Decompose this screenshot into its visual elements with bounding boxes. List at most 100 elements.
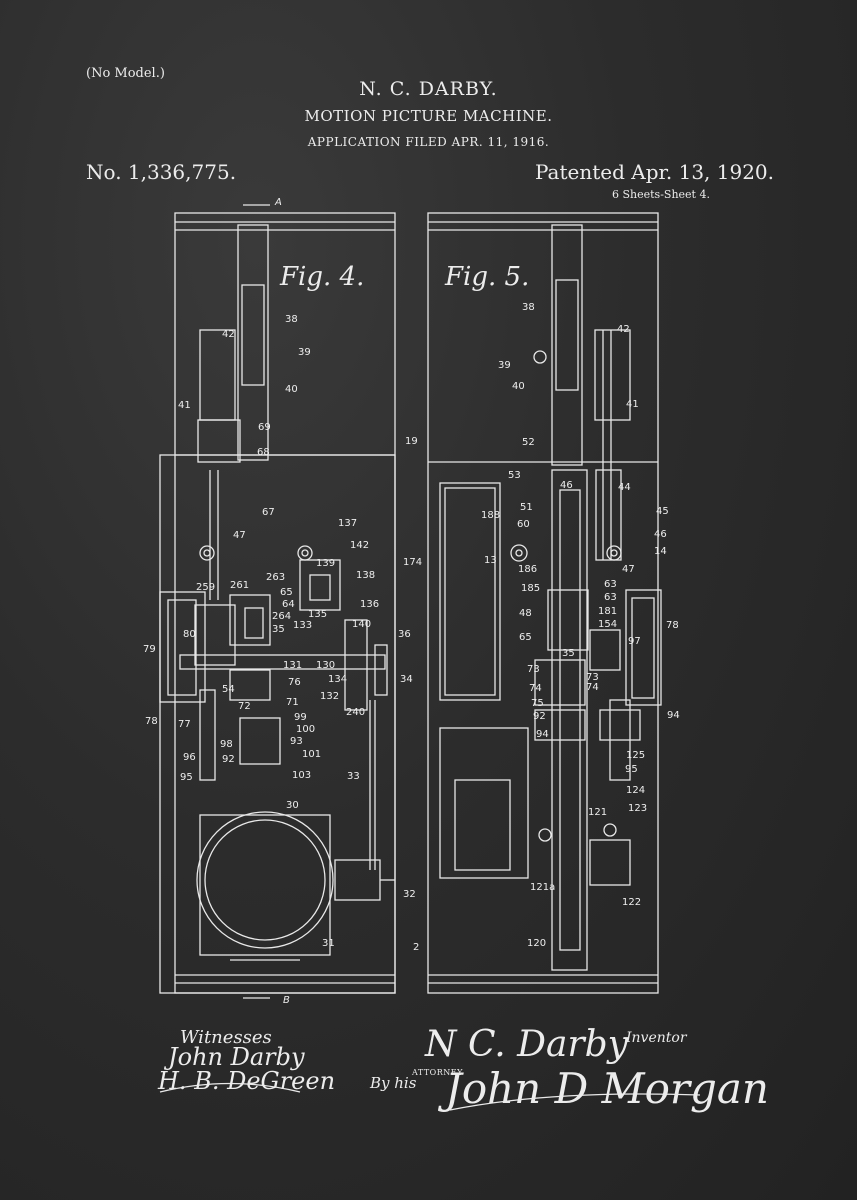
reference-number: 97 [628, 636, 641, 647]
reference-number: 51 [520, 502, 533, 513]
reference-number: 140 [352, 619, 371, 630]
reference-number: 121a [530, 882, 555, 893]
reference-number: 100 [296, 724, 315, 735]
reference-number: 137 [338, 518, 357, 529]
attorney-signature: John D Morgan [445, 1064, 769, 1113]
reference-number: 133 [293, 620, 312, 631]
invention-title: MOTION PICTURE MACHINE. [304, 107, 553, 125]
section-marks: AB [274, 197, 290, 1006]
patent-number: No. 1,336,775. [86, 160, 237, 184]
attorney-flourish [449, 1093, 701, 1111]
reference-number: 54 [222, 684, 235, 695]
reference-number: 53 [508, 470, 521, 481]
witness-signature-1: John Darby [168, 1043, 305, 1071]
reference-number: 63 [604, 592, 617, 603]
reference-number: 35 [562, 648, 575, 659]
reference-number: 142 [350, 540, 369, 551]
reference-number: 79 [143, 644, 156, 655]
reference-number: 30 [286, 800, 299, 811]
inventor-signature: N C. Darby [425, 1024, 629, 1065]
attorney-label: ATTORNEY [412, 1068, 463, 1077]
reference-number: 38 [522, 302, 535, 313]
reference-number: 138 [356, 570, 375, 581]
reference-number: 46 [560, 480, 573, 491]
reference-number: 75 [531, 698, 544, 709]
fig5-housing [427, 212, 662, 994]
section-mark: A [274, 197, 282, 208]
reference-number: 68 [257, 447, 270, 458]
reference-number: 123 [628, 803, 647, 814]
reference-number: 130 [316, 660, 335, 671]
reference-number: 122 [622, 897, 641, 908]
reference-number: 60 [517, 519, 530, 530]
reference-number: 13 [484, 555, 497, 566]
reference-number: 72 [238, 701, 251, 712]
reference-number: 99 [294, 712, 307, 723]
by-his-label: By his [370, 1074, 417, 1092]
reference-number: 41 [178, 400, 191, 411]
reference-number: 74 [586, 682, 599, 693]
patent-date: Patented Apr. 13, 1920. [535, 160, 775, 184]
reference-number: 94 [536, 729, 549, 740]
reference-number: 36 [398, 629, 411, 640]
reference-number: 19 [405, 436, 418, 447]
reference-number: 40 [512, 381, 525, 392]
reference-number: 125 [626, 750, 645, 761]
reference-number: 139 [316, 558, 335, 569]
reference-number: 35 [272, 624, 285, 635]
reference-number: 261 [230, 580, 249, 591]
reference-number: 188 [481, 510, 500, 521]
reference-number: 76 [288, 677, 301, 688]
reference-number: 48 [519, 608, 532, 619]
reference-number: 34 [400, 674, 413, 685]
reference-number: 39 [498, 360, 511, 371]
reference-number: 42 [222, 329, 235, 340]
reference-number: 131 [283, 660, 302, 671]
reference-number: 95 [625, 764, 638, 775]
reference-number: 65 [519, 632, 532, 643]
application-filed: APPLICATION FILED APR. 11, 1916. [307, 135, 550, 149]
reference-number: 78 [145, 716, 158, 727]
fig4-label: Fig. 4. [280, 262, 365, 292]
reference-number: 44 [618, 482, 631, 493]
reference-number: 67 [262, 507, 275, 518]
reference-number: 32 [403, 889, 416, 900]
inventor-label: Inventor [626, 1030, 687, 1046]
reference-number: 181 [598, 606, 617, 617]
reference-number: 124 [626, 785, 645, 796]
reference-number: 73 [586, 672, 599, 683]
reference-number: 33 [347, 771, 360, 782]
reference-number: 31 [322, 938, 335, 949]
fig4-reference-numbers: 4238394041696819674713714213913813626325… [143, 314, 418, 949]
model-note: (No Model.) [86, 66, 165, 81]
reference-number: 52 [522, 437, 535, 448]
reference-number: 73 [527, 664, 540, 675]
reference-number: 264 [272, 611, 291, 622]
reference-number: 186 [518, 564, 537, 575]
reference-number: 77 [178, 719, 191, 730]
reference-number: 41 [626, 399, 639, 410]
witness-signature-2: H. B. DeGreen [158, 1067, 336, 1095]
reference-number: 65 [280, 587, 293, 598]
reference-number: 78 [666, 620, 679, 631]
reference-number: 185 [521, 583, 540, 594]
reference-number: 74 [529, 683, 542, 694]
reference-number: 136 [360, 599, 379, 610]
reference-number: 64 [282, 599, 295, 610]
reference-number: 135 [308, 609, 327, 620]
reference-number: 2 [413, 942, 419, 953]
reference-number: 134 [328, 674, 347, 685]
reference-number: 120 [527, 938, 546, 949]
reference-number: 45 [656, 506, 669, 517]
reference-number: 63 [604, 579, 617, 590]
fig5-label: Fig. 5. [445, 262, 530, 292]
reference-number: 47 [622, 564, 635, 575]
reference-number: 80 [183, 629, 196, 640]
reference-number: 154 [598, 619, 617, 630]
sheet-count: 6 Sheets-Sheet 4. [612, 188, 710, 201]
section-mark: B [283, 995, 290, 1006]
reference-number: 259 [196, 582, 215, 593]
reference-number: 40 [285, 384, 298, 395]
